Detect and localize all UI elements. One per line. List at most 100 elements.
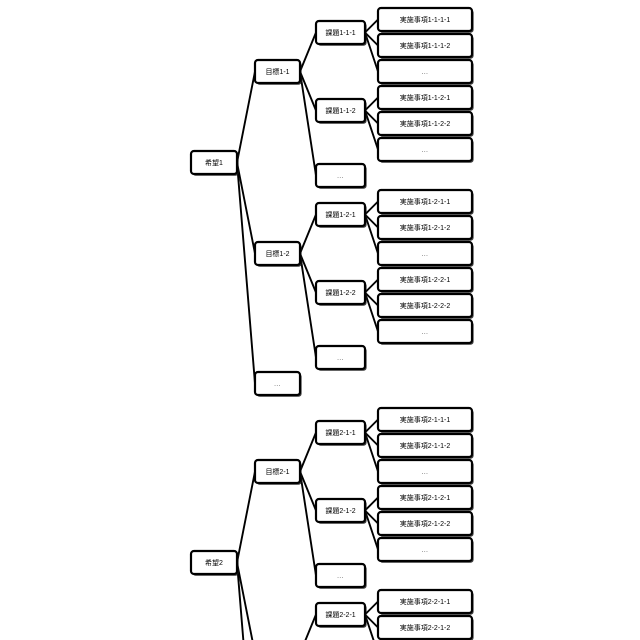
node-box[interactable] — [314, 97, 367, 124]
tree-node-issue-ellipsis[interactable]: … — [314, 562, 367, 589]
tree-node-action[interactable]: 実施事項2-2-1-1 — [376, 588, 474, 615]
node-box[interactable] — [376, 588, 474, 615]
tree-node-issue[interactable]: 課題1-2-2 — [314, 279, 367, 306]
tree-node-action[interactable]: 実施事項2-1-1-2 — [376, 432, 474, 459]
node-box[interactable] — [376, 32, 474, 59]
tree-node-action[interactable]: 実施事項1-1-1-1 — [376, 6, 474, 33]
node-box[interactable] — [376, 6, 474, 33]
tree-node-issue[interactable]: 課題1-1-1 — [314, 19, 367, 46]
node-box[interactable] — [314, 419, 367, 446]
tree-node-action[interactable]: 実施事項1-1-2-2 — [376, 110, 474, 137]
node-box[interactable] — [376, 136, 474, 163]
tree-node-action-ellipsis[interactable]: … — [376, 458, 474, 485]
tree-node-action[interactable]: 実施事項2-1-2-2 — [376, 510, 474, 537]
node-box[interactable] — [376, 536, 474, 563]
node-box[interactable] — [376, 188, 474, 215]
tree-node-issue[interactable]: 課題1-1-2 — [314, 97, 367, 124]
tree-node-goal[interactable]: 目標1-1 — [253, 58, 302, 85]
node-box[interactable] — [376, 614, 474, 640]
tree-edge — [299, 70, 317, 112]
node-box[interactable] — [189, 549, 239, 576]
node-label: 課題1-2-1 — [325, 210, 355, 219]
tree-edge — [236, 70, 256, 164]
tree-node-action[interactable]: 実施事項1-2-1-1 — [376, 188, 474, 215]
tree-node-action-ellipsis[interactable]: … — [376, 318, 474, 345]
tree-node-issue[interactable]: 課題1-2-1 — [314, 201, 367, 228]
node-box[interactable] — [376, 266, 474, 293]
tree-node-goal[interactable]: 目標1-2 — [253, 240, 302, 267]
node-box[interactable] — [376, 432, 474, 459]
tree-node-goal-ellipsis[interactable]: … — [253, 370, 302, 397]
node-box[interactable] — [376, 292, 474, 319]
tree-node-wish[interactable]: 希望1 — [189, 149, 239, 176]
node-label: … — [421, 147, 429, 154]
tree-node-action-ellipsis[interactable]: … — [376, 240, 474, 267]
node-label: 実施事項2-2-1-1 — [400, 597, 451, 606]
node-box[interactable] — [314, 344, 367, 371]
tree-edge — [299, 252, 317, 294]
tree-node-action[interactable]: 実施事項2-1-1-1 — [376, 406, 474, 433]
node-box[interactable] — [314, 279, 367, 306]
tree-node-wish[interactable]: 希望2 — [189, 549, 239, 576]
node-box[interactable] — [376, 484, 474, 511]
node-box[interactable] — [376, 84, 474, 111]
tree-edge — [364, 418, 379, 434]
tree-node-issue[interactable]: 課題2-1-1 — [314, 419, 367, 446]
tree-node-action[interactable]: 実施事項1-2-2-1 — [376, 266, 474, 293]
node-label: 実施事項2-1-2-2 — [400, 519, 451, 528]
node-box[interactable] — [253, 458, 302, 485]
tree-edge — [364, 496, 379, 512]
node-label: … — [421, 469, 429, 476]
tree-node-issue[interactable]: 課題2-2-1 — [314, 601, 367, 628]
node-box[interactable] — [376, 240, 474, 267]
tree-edge — [364, 109, 379, 125]
node-box[interactable] — [253, 58, 302, 85]
node-box[interactable] — [376, 510, 474, 537]
node-box[interactable] — [314, 562, 367, 589]
tree-edge — [364, 278, 379, 294]
tree-edge — [364, 431, 379, 447]
tree-node-goal[interactable]: 目標2-1 — [253, 458, 302, 485]
tree-node-action-ellipsis[interactable]: … — [376, 58, 474, 85]
node-label: 希望1 — [205, 158, 223, 167]
nodes-layer: 希望1 目標1-1 課題1-1-1 実施事項1-1-1-1 実施事項1-1-1-2 … 課題… — [189, 6, 474, 640]
tree-node-action[interactable]: 実施事項1-2-2-2 — [376, 292, 474, 319]
tree-node-issue[interactable]: 課題2-1-2 — [314, 497, 367, 524]
tree-node-action-ellipsis[interactable]: … — [376, 136, 474, 163]
tree-edge — [236, 161, 256, 385]
tree-node-issue-ellipsis[interactable]: … — [314, 162, 367, 189]
tree-edge — [364, 509, 379, 551]
tree-node-issue-ellipsis[interactable]: … — [314, 344, 367, 371]
node-label: 実施事項1-1-1-2 — [400, 41, 451, 50]
node-box[interactable] — [376, 110, 474, 137]
tree-edge — [364, 291, 379, 333]
tree-edge — [364, 200, 379, 216]
node-label: 目標2-1 — [265, 467, 289, 476]
tree-node-action-ellipsis[interactable]: … — [376, 536, 474, 563]
tree-edge — [299, 470, 317, 512]
node-box[interactable] — [314, 601, 367, 628]
tree-node-action[interactable]: 実施事項1-1-2-1 — [376, 84, 474, 111]
node-label: … — [421, 69, 429, 76]
node-box[interactable] — [189, 149, 239, 176]
node-box[interactable] — [376, 458, 474, 485]
node-box[interactable] — [253, 370, 302, 397]
tree-node-action[interactable]: 実施事項1-2-1-2 — [376, 214, 474, 241]
node-box[interactable] — [253, 240, 302, 267]
node-label: 希望2 — [205, 558, 223, 567]
tree-node-action[interactable]: 実施事項2-1-2-1 — [376, 484, 474, 511]
tree-edge — [299, 31, 317, 73]
node-box[interactable] — [314, 497, 367, 524]
node-box[interactable] — [376, 214, 474, 241]
node-box[interactable] — [314, 19, 367, 46]
tree-node-action[interactable]: 実施事項2-2-1-2 — [376, 614, 474, 640]
node-box[interactable] — [314, 201, 367, 228]
node-box[interactable] — [314, 162, 367, 189]
tree-node-action[interactable]: 実施事項1-1-1-2 — [376, 32, 474, 59]
tree-edge — [364, 509, 379, 525]
node-box[interactable] — [376, 58, 474, 85]
node-box[interactable] — [376, 318, 474, 345]
node-box[interactable] — [376, 406, 474, 433]
node-label: 実施事項2-1-2-1 — [400, 493, 451, 502]
